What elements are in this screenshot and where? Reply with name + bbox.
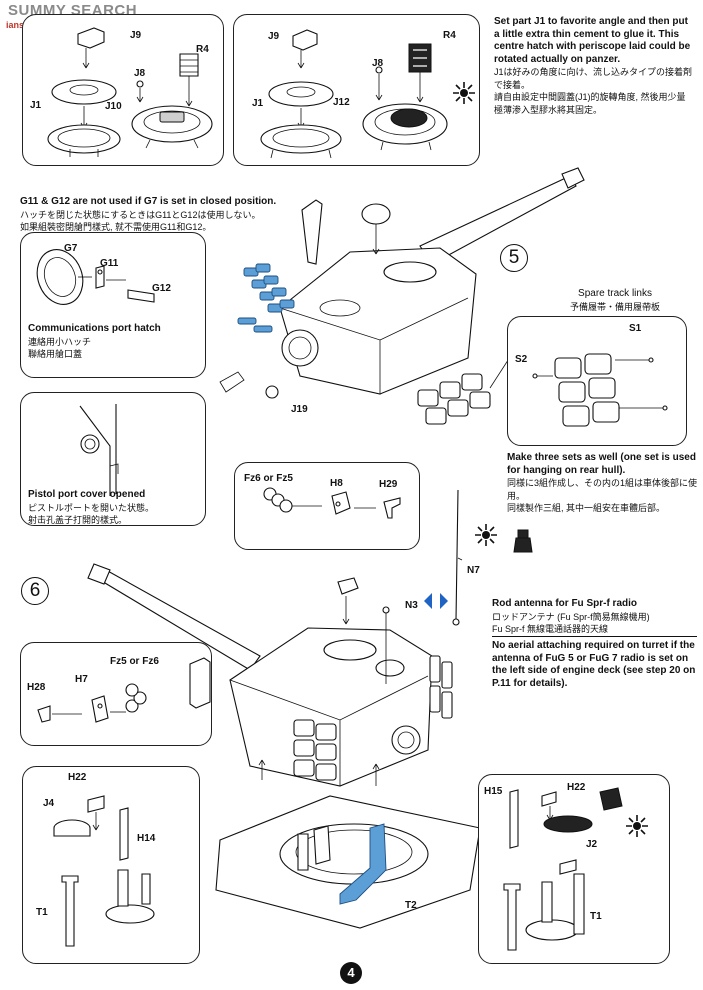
comm-hatch-jp: 連絡用小ハッチ [28, 336, 92, 347]
comm-hatch-en: Communications port hatch [28, 323, 161, 334]
antenna-drawing [452, 489, 533, 626]
part-j1: J1 [30, 100, 42, 111]
spare-tracks-caption: Spare track links 予備履帯・備用履帶板 [555, 288, 675, 313]
h15-j2-drawing [503, 787, 623, 951]
j1-j10-drawing [47, 27, 213, 157]
spare-tracks-en: Spare track links [578, 288, 652, 299]
part-j8: J8 [134, 68, 146, 79]
part-g7: G7 [64, 243, 78, 254]
part-h7: H7 [75, 674, 88, 685]
part-t2: T2 [405, 900, 417, 911]
step-6-turret [87, 563, 453, 787]
rod-antenna-note: Rod antenna for Fu Spr-f radio ロッドアンテナ (… [492, 598, 697, 636]
pistol-port-caption: Pistol port cover opened ピストルポートを開いた状態。 … [28, 489, 198, 527]
rear-track-links [417, 373, 491, 425]
cement-icon [626, 815, 648, 837]
pistol-port-jp: ピストルポートを開いた状態。 [28, 502, 155, 513]
step-5-badge: 5 [500, 244, 528, 272]
part-n7: N7 [467, 565, 480, 576]
step-5-turret [219, 167, 585, 425]
part-h14: H14 [137, 833, 156, 844]
rod-antenna-cn: Fu Spr-f 無線電通話器的天線 [492, 624, 609, 634]
pistol-port-cn: 射击孔盖子打開的樣式。 [28, 515, 128, 525]
rod-antenna-en: Rod antenna for Fu Spr-f radio [492, 598, 637, 609]
part-j10: J10 [105, 101, 122, 112]
pistol-port-en: Pistol port cover opened [28, 489, 146, 500]
h22-j4-drawing [53, 795, 155, 947]
part-j9-b: J9 [268, 31, 280, 42]
part-j8-b: J8 [372, 58, 384, 69]
spare-tracks-drawing [532, 353, 668, 427]
part-j1-b: J1 [252, 98, 264, 109]
g11-note-cn: 如果組裝密閉艙門樣式, 就不需使用G11和G12。 [20, 222, 212, 232]
pistol-port-panel [20, 392, 206, 526]
make-three-note: Make three sets as well (one set is used… [507, 452, 697, 515]
part-r4: R4 [196, 44, 209, 55]
h22-j4-panel [22, 766, 200, 964]
comm-hatch-drawing [36, 249, 155, 305]
rod-antenna-jp: ロッドアンテナ (Fu Spr-f簡易無線機用) [492, 611, 650, 622]
h28-h7-drawing [37, 657, 211, 723]
no-aerial-en: No aerial attaching required on turret i… [492, 640, 696, 689]
j1-note-cn: 請自由設定中間圓蓋(J1)的旋轉角度, 然後用少量極薄渗入型膠水將其固定。 [494, 92, 686, 115]
no-aerial-note: No aerial attaching required on turret i… [492, 640, 697, 690]
g11-note-en: G11 & G12 are not used if G7 is set in c… [20, 196, 277, 207]
part-j12: J12 [333, 97, 350, 108]
g11-g12-note: G11 & G12 are not used if G7 is set in c… [20, 196, 290, 234]
page-number: 4 [340, 962, 362, 984]
part-r4-b: R4 [443, 30, 456, 41]
part-g12: G12 [152, 283, 171, 294]
part-j9: J9 [130, 30, 142, 41]
part-h29: H29 [379, 479, 398, 490]
part-t1-b: T1 [590, 911, 602, 922]
part-t1: T1 [36, 907, 48, 918]
j1-j12-drawing [260, 29, 448, 159]
part-j2: J2 [586, 839, 598, 850]
j1-note-en: Set part J1 to favorite angle and then p… [494, 16, 691, 65]
comm-hatch-cn: 聯絡用艙口蓋 [28, 349, 83, 359]
turret-side-track-links [293, 719, 337, 781]
j1-note-jp: J1は好みの角度に向け、流し込みタイプの接着剤で接着。 [494, 67, 693, 90]
part-fz5-fz6: Fz5 or Fz6 [110, 656, 159, 667]
part-h22-b: H22 [567, 782, 586, 793]
rule-divider [492, 636, 697, 637]
make-three-jp: 同様に3組作成し、その内の1組は車体後部に使用。 [507, 478, 698, 501]
part-g11: G11 [100, 258, 119, 269]
g11-note-jp: ハッチを閉じた状態にするときはG11とG12は使用しない。 [20, 209, 261, 220]
make-three-cn: 同樣製作三組, 其中一組安在車體后部。 [507, 503, 666, 513]
part-fz6-fz5: Fz6 or Fz5 [244, 473, 293, 484]
cement-icon [475, 524, 497, 546]
cement-icon [453, 82, 475, 104]
part-h15: H15 [484, 786, 503, 797]
blue-highlight-parts [237, 263, 295, 333]
part-s1: S1 [629, 323, 642, 334]
part-h22: H22 [68, 772, 87, 783]
part-j4: J4 [43, 798, 55, 809]
comm-hatch-caption: Communications port hatch 連絡用小ハッチ 聯絡用艙口蓋 [28, 323, 198, 361]
part-h28: H28 [27, 682, 46, 693]
part-s2: S2 [515, 354, 528, 365]
part-n3: N3 [405, 600, 418, 611]
part-h8: H8 [330, 478, 343, 489]
rotate-arrows-icon [424, 593, 448, 609]
hull-plate-drawing [215, 795, 481, 929]
step-6-badge: 6 [21, 577, 49, 605]
h28-h7-panel [20, 642, 212, 746]
j1-angle-note: Set part J1 to favorite angle and then p… [494, 16, 694, 116]
turret-right-track-links [429, 655, 453, 719]
part-j19: J19 [291, 404, 308, 415]
pistol-port-drawing [79, 404, 119, 496]
spare-tracks-jp: 予備履帯・備用履帶板 [569, 301, 660, 312]
fz6-h8-drawing [263, 487, 401, 519]
make-three-en: Make three sets as well (one set is used… [507, 452, 696, 476]
